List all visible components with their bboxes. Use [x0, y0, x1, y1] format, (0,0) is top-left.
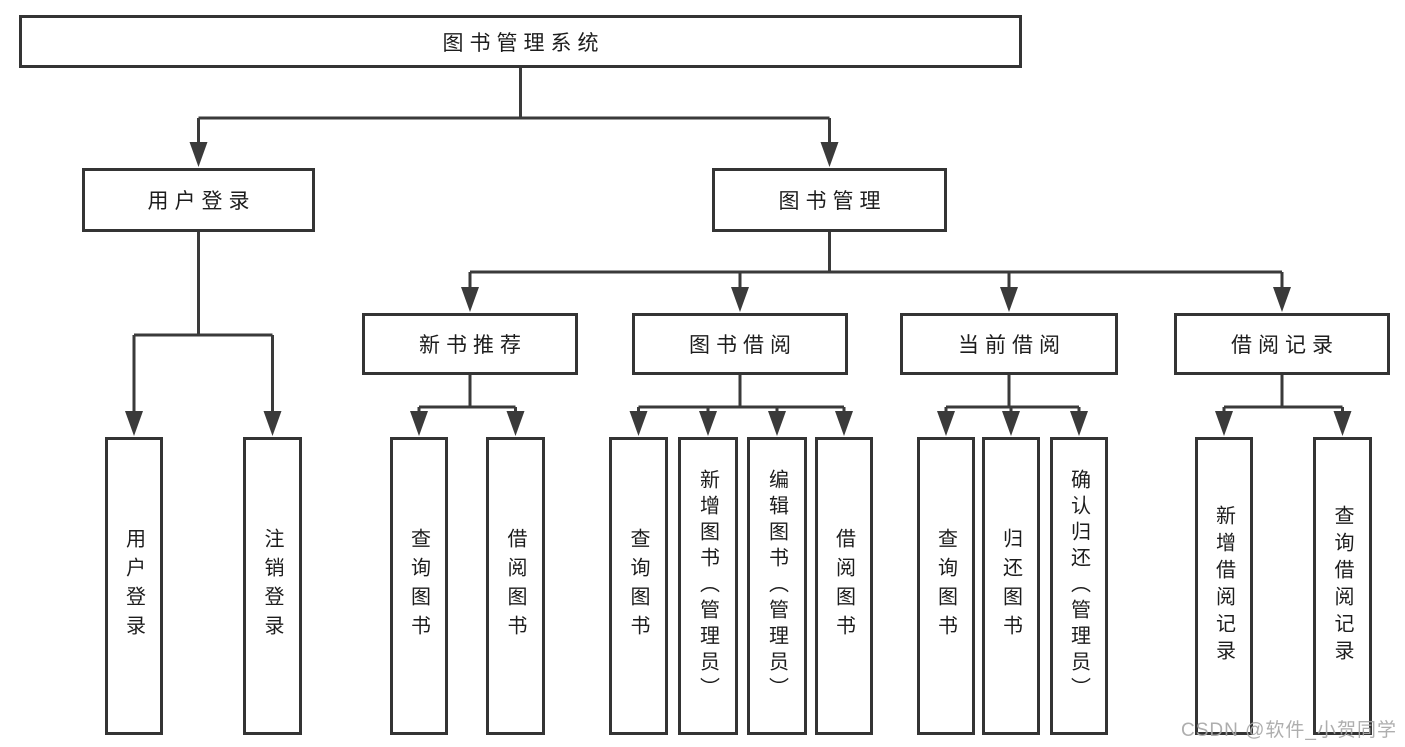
leaf-logout: 注销登录 [243, 437, 302, 735]
node-book-management: 图书管理 [712, 168, 947, 232]
node-book-borrowing: 图书借阅 [632, 313, 848, 375]
leaf-query-borrow-record: 查询借阅记录 [1313, 437, 1372, 735]
leaf-query-books-borrow: 查询图书 [609, 437, 668, 735]
node-new-book-recommend: 新书推荐 [362, 313, 578, 375]
leaf-add-books-admin: 新增图书（管理员） [678, 437, 738, 735]
leaf-borrow-books-newbooks: 借阅图书 [486, 437, 545, 735]
leaf-borrow-books-borrow: 借阅图书 [815, 437, 873, 735]
leaf-confirm-return-admin: 确认归还（管理员） [1050, 437, 1108, 735]
node-library-management-system: 图书管理系统 [19, 15, 1022, 68]
node-current-borrowing: 当前借阅 [900, 313, 1118, 375]
arrowheads [125, 142, 1352, 436]
node-user-login: 用户登录 [82, 168, 315, 232]
leaf-user-login: 用户登录 [105, 437, 163, 735]
leaf-add-borrow-record: 新增借阅记录 [1195, 437, 1253, 735]
leaf-query-books-newbooks: 查询图书 [390, 437, 448, 735]
node-borrowing-records: 借阅记录 [1174, 313, 1390, 375]
leaf-query-books-current: 查询图书 [917, 437, 975, 735]
leaf-return-books: 归还图书 [982, 437, 1040, 735]
leaf-edit-books-admin: 编辑图书（管理员） [747, 437, 807, 735]
